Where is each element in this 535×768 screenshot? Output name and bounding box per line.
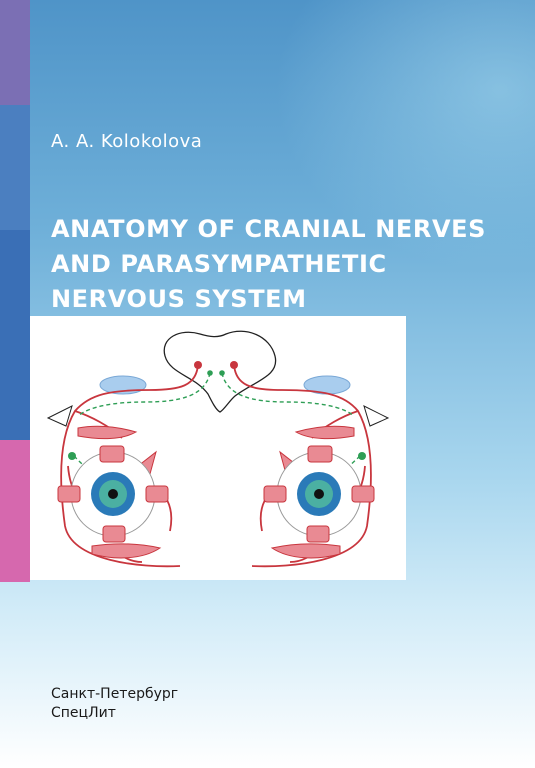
spine-band-purple — [0, 0, 30, 105]
publisher-city: Санкт-Петербург — [51, 686, 179, 702]
fissure-marker-right — [363, 405, 390, 427]
spine-band-pink — [0, 440, 30, 582]
eye-innervation-diagram — [46, 330, 390, 568]
title-line: NERVOUS SYSTEM — [51, 285, 307, 313]
eye-right — [263, 425, 375, 559]
spine-band-blue-upper — [0, 105, 30, 230]
publisher-info: Санкт-Петербург СпецЛит — [51, 685, 178, 723]
ciliary-ganglion-left — [68, 452, 76, 460]
cover-illustration — [30, 316, 406, 580]
title-line: ANATOMY OF CRANIAL NERVES — [51, 215, 487, 243]
ciliary-ganglion-right — [358, 452, 366, 460]
book-title: ANATOMY OF CRANIAL NERVES AND PARASYMPAT… — [51, 212, 521, 317]
spine-band-blue-lower — [0, 230, 30, 440]
publisher-name: СпецЛит — [51, 705, 116, 721]
parasympathetic-paths — [73, 372, 361, 485]
fissure-marker-left — [46, 405, 73, 427]
eye-left — [57, 425, 169, 559]
author-name: A. A. Kolokolova — [51, 131, 203, 152]
title-line: AND PARASYMPATHETIC — [51, 250, 387, 278]
